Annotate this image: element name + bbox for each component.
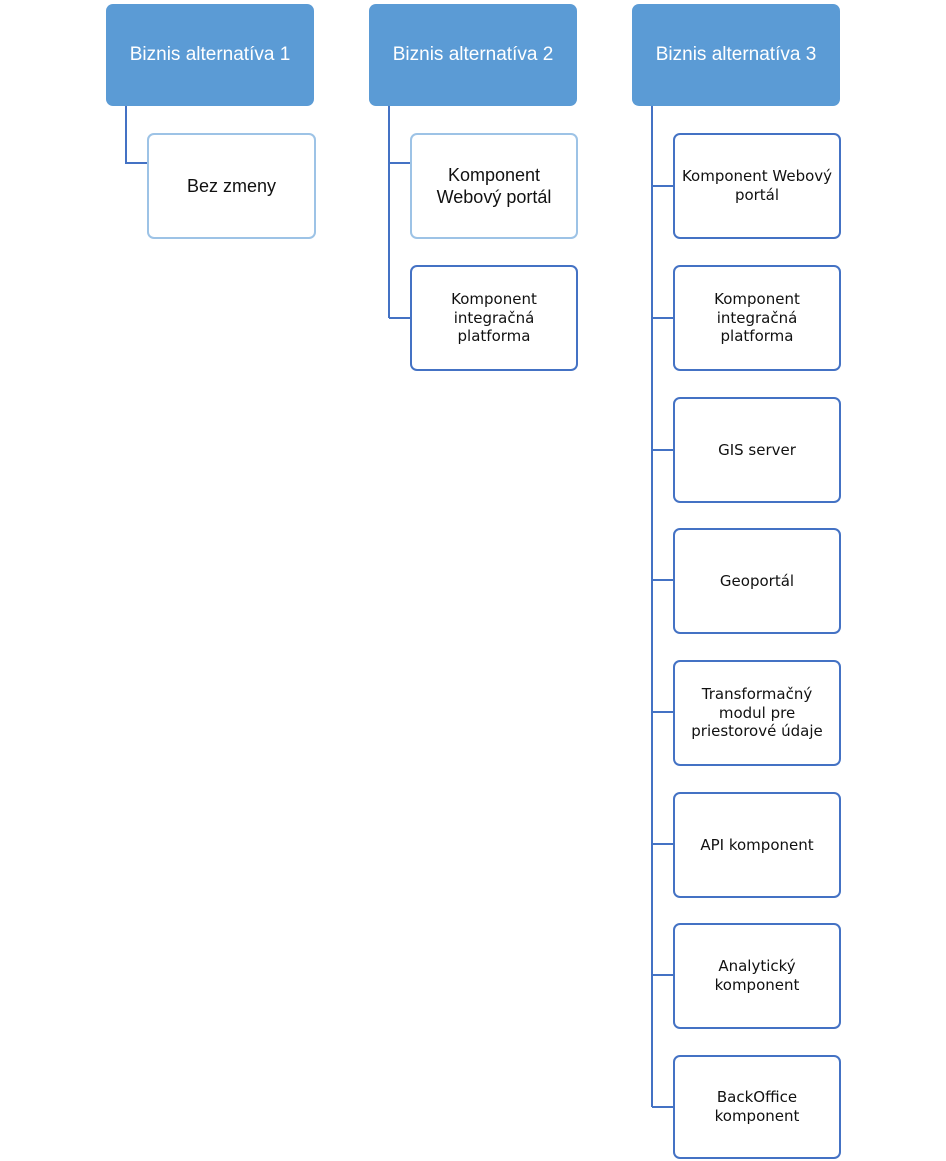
alt1-node-bez-zmeny: Bez zmeny	[147, 133, 316, 239]
node-label: Komponent integračná platforma	[714, 289, 800, 346]
node-label: Analytický komponent	[714, 957, 800, 994]
node-label: Bez zmeny	[186, 175, 277, 196]
alternative-3-title: Biznis alternatíva 3	[655, 44, 817, 65]
alt2-node-webovy-portal: Komponent Webový portál	[410, 133, 578, 239]
alt2-node-integracna-platforma: Komponent integračná platforma	[410, 265, 578, 371]
node-label: API komponent	[700, 835, 814, 854]
alt3-node-gis-server: GIS server	[673, 397, 841, 503]
node-label: Komponent Webový portál	[681, 167, 833, 204]
alt3-node-webovy-portal: Komponent Webový portál	[673, 133, 841, 239]
node-label: GIS server	[718, 440, 796, 459]
alt3-node-transformacny-modul: Transformačný modul pre priestorové údaj…	[673, 660, 841, 766]
alternative-3-header: Biznis alternatíva 3	[632, 4, 840, 106]
node-label: Geoportál	[719, 571, 795, 590]
node-label: Komponent Webový portál	[436, 164, 552, 208]
alt3-node-geoportal: Geoportál	[673, 528, 841, 634]
alternative-1-title: Biznis alternatíva 1	[129, 44, 291, 65]
alternative-2-header: Biznis alternatíva 2	[369, 4, 577, 106]
connector-alt1-child1	[125, 106, 147, 164]
node-label: BackOffice komponent	[714, 1088, 800, 1125]
alt3-node-integracna-platforma: Komponent integračná platforma	[673, 265, 841, 371]
alt3-node-analyticky-komponent: Analytický komponent	[673, 923, 841, 1029]
alternative-1-header: Biznis alternatíva 1	[106, 4, 314, 106]
alt3-node-backoffice-komponent: BackOffice komponent	[673, 1055, 841, 1159]
alternative-2-title: Biznis alternatíva 2	[392, 44, 554, 65]
node-label: Transformačný modul pre priestorové údaj…	[691, 684, 823, 741]
node-label: Komponent integračná platforma	[451, 289, 537, 346]
alt3-node-api-komponent: API komponent	[673, 792, 841, 898]
